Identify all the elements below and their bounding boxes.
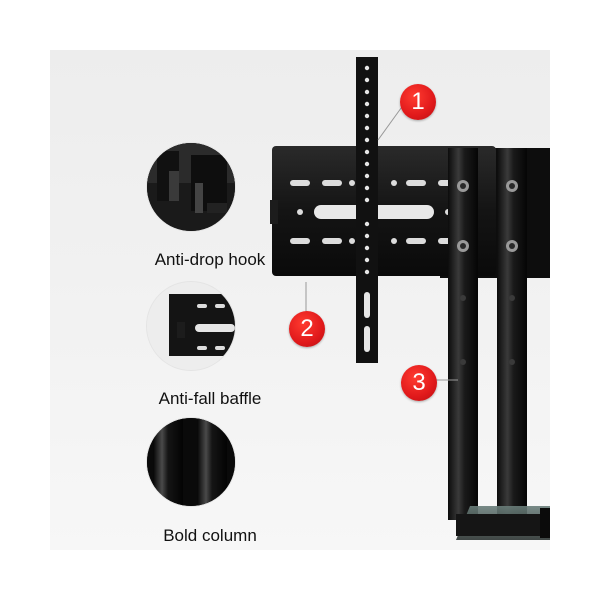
anti-fall-baffle-closeup	[147, 282, 235, 370]
left-column	[448, 148, 478, 520]
vertical-bracket	[356, 57, 378, 363]
callout-label-bold-column: Bold column	[163, 526, 257, 545]
callout-label-anti-drop-hook: Anti-drop hook	[154, 250, 266, 269]
right-column	[497, 148, 527, 520]
bold-column-closeup	[147, 418, 235, 506]
column-closeup-icon	[147, 418, 235, 506]
hook-closeup-icon	[147, 143, 235, 231]
anti-drop-hook-closeup	[147, 143, 235, 231]
marker-2-badge: 2	[289, 311, 325, 347]
marker-3-badge: 3	[401, 365, 437, 401]
baffle-closeup-icon	[147, 282, 235, 370]
marker-1-badge: 1	[400, 84, 436, 120]
glass-base	[456, 506, 550, 540]
callout-label-anti-fall-baffle: Anti-fall baffle	[158, 389, 262, 408]
